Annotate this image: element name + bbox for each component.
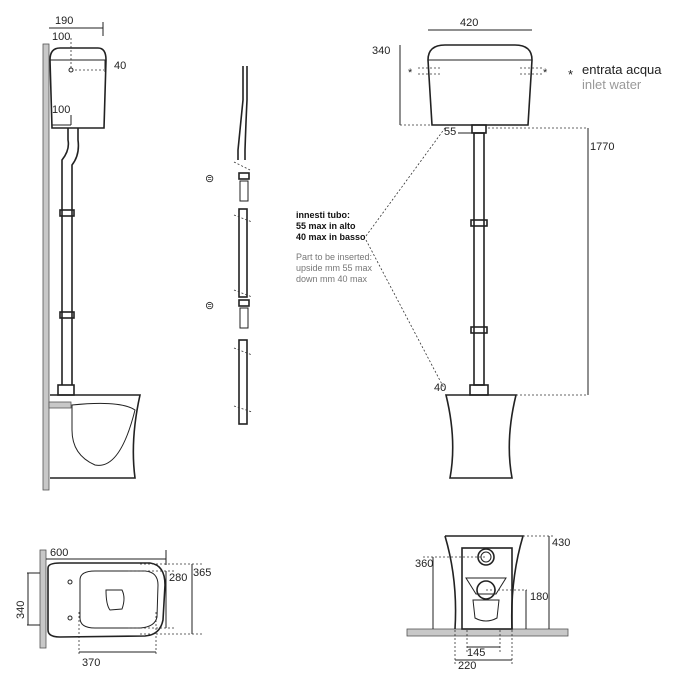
- side-view: 190 100 40 100: [42, 15, 141, 491]
- cistern-front: [427, 44, 533, 126]
- dim-55: 55: [444, 126, 456, 138]
- svg-text:inlet water: inlet water: [582, 77, 642, 92]
- svg-text:⊜: ⊜: [205, 173, 214, 185]
- dim-40: 40: [114, 60, 126, 72]
- dim-100-bottom: 100: [52, 104, 70, 116]
- toilet-front: [444, 394, 518, 479]
- dim-370: 370: [82, 657, 100, 669]
- plan-view: 600 365 280 340 370: [15, 547, 211, 669]
- dim-340-plan: 340: [15, 601, 27, 619]
- svg-text:*: *: [543, 67, 548, 79]
- dim-280: 280: [169, 572, 187, 584]
- dim-600: 600: [50, 547, 68, 559]
- pipe-parts: ⊜ ⊜: [205, 66, 253, 425]
- svg-text:*: *: [408, 67, 413, 79]
- legend: * entrata acqua inlet water: [568, 62, 662, 92]
- rear-view: 430 360 180 145 220: [406, 535, 570, 672]
- front-view: * * 420 340 55 1770 40: [372, 17, 614, 479]
- dim-40-front: 40: [434, 382, 446, 394]
- dim-220: 220: [458, 660, 476, 672]
- svg-text:Part to be inserted:: Part to be inserted:: [296, 252, 372, 262]
- svg-text:upside mm 55 max: upside mm 55 max: [296, 263, 373, 273]
- svg-text:40 max in basso: 40 max in basso: [296, 232, 366, 242]
- svg-text:55 max in alto: 55 max in alto: [296, 221, 356, 231]
- svg-text:innesti tubo:: innesti tubo:: [296, 210, 350, 220]
- pipe-insert-note: innesti tubo: 55 max in alto 40 max in b…: [296, 127, 446, 391]
- dim-145: 145: [467, 647, 485, 659]
- svg-text:down mm 40 max: down mm 40 max: [296, 274, 368, 284]
- asterisk-icon: *: [568, 67, 573, 82]
- svg-text:entrata acqua: entrata acqua: [582, 62, 662, 77]
- dim-365: 365: [193, 567, 211, 579]
- dim-360: 360: [415, 558, 433, 570]
- dim-430: 430: [552, 537, 570, 549]
- flush-pipe: [61, 128, 80, 385]
- dim-340: 340: [372, 45, 390, 57]
- dim-180: 180: [530, 591, 548, 603]
- toilet-plan: [47, 562, 166, 638]
- dim-100: 100: [52, 31, 70, 43]
- dim-190: 190: [55, 15, 73, 27]
- wall: [42, 43, 50, 491]
- svg-text:⊜: ⊜: [205, 300, 214, 312]
- dim-420: 420: [460, 17, 478, 29]
- toilet-side: [50, 394, 141, 479]
- dim-1770: 1770: [590, 141, 614, 153]
